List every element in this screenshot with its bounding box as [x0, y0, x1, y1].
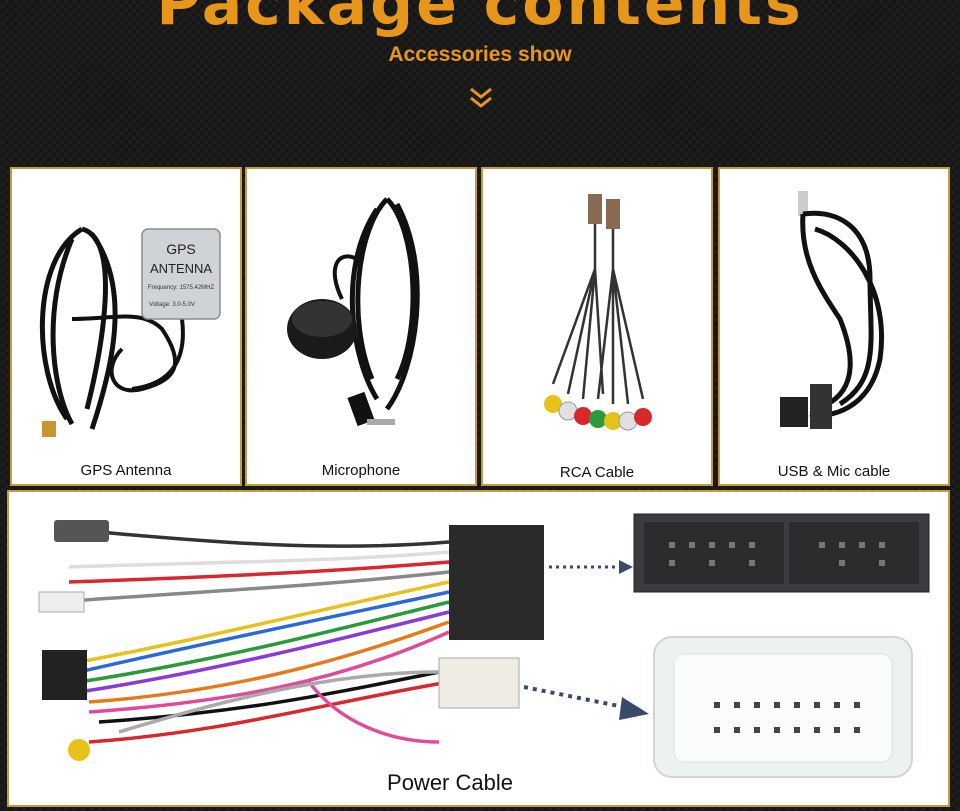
- page-title: Package contents: [156, 0, 804, 39]
- microphone-photo: [287, 197, 420, 427]
- usb-mic-cable-photo: [780, 191, 884, 429]
- rca-cable-photo: [544, 194, 652, 431]
- gps-tag-freq: Frequency: 1575.42MHZ: [148, 285, 215, 291]
- accessory-card-usb-mic-cable: USB & Mic cable: [718, 167, 950, 486]
- accessory-label: GPS Antenna: [80, 462, 172, 479]
- page-subtitle: Accessories show: [388, 43, 572, 66]
- gps-tag-volt: Voltage: 3.0-5.0V: [149, 302, 195, 308]
- header: Package contents Accessories show: [0, 0, 960, 160]
- accessory-label: Microphone: [321, 462, 401, 479]
- power-cable-label: Power Cable: [387, 770, 513, 795]
- accessory-card-microphone: Microphone: [245, 167, 477, 486]
- accessory-label: USB & Mic cable: [777, 463, 891, 480]
- gps-antenna-photo: GPS ANTENNA Frequency: 1575.42MHZ Voltag…: [39, 226, 221, 437]
- power-cable-photo: [38, 513, 930, 778]
- gps-tag-line2: ANTENNA: [150, 261, 212, 276]
- accessory-card-power-cable: [7, 490, 950, 807]
- gps-tag-line1: GPS: [166, 241, 196, 257]
- double-chevron-down-icon: [470, 87, 492, 108]
- accessory-label: RCA Cable: [559, 464, 635, 481]
- accessory-card-rca-cable: RCA Cable: [481, 167, 713, 486]
- accessory-card-gps-antenna: GPS ANTENNA Frequency: 1575.42MHZ Voltag…: [10, 167, 242, 486]
